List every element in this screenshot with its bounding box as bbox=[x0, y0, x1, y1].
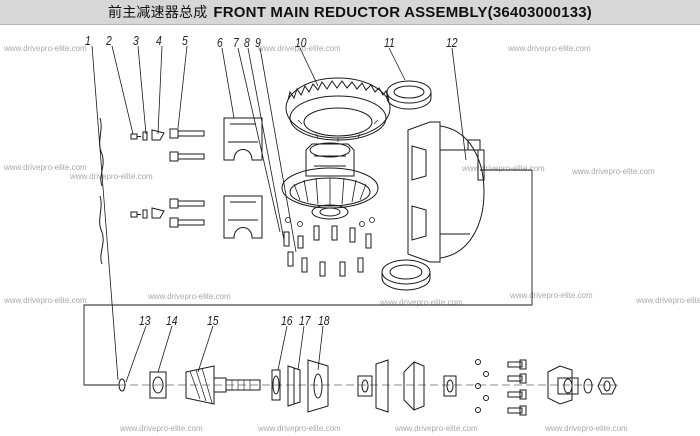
callout-18: 18 bbox=[318, 313, 330, 328]
callout-14: 14 bbox=[166, 313, 178, 328]
callout-2: 2 bbox=[106, 33, 112, 48]
callout-15: 15 bbox=[207, 313, 219, 328]
drive-pinion bbox=[185, 365, 261, 405]
callout-6: 6 bbox=[217, 35, 223, 50]
watermark: www.drivepro-elite.com bbox=[148, 292, 231, 301]
lower-bolt-set bbox=[130, 198, 205, 228]
flange-washer bbox=[583, 378, 593, 394]
watermark: www.drivepro-elite.com bbox=[4, 296, 87, 305]
bearing-ring-upper bbox=[386, 80, 432, 110]
assembly-path-lines bbox=[83, 169, 620, 386]
diagram-title: 前主减速器总成 FRONT MAIN REDUCTOR ASSEMBLY(3640… bbox=[108, 2, 592, 22]
leader-lines bbox=[91, 45, 467, 383]
watermark: www.drivepro-elite.com bbox=[4, 44, 87, 53]
pinion-bearing bbox=[149, 371, 167, 399]
callout-9: 9 bbox=[255, 35, 261, 50]
upper-bolt-set bbox=[130, 128, 205, 162]
differential-bolts bbox=[283, 217, 375, 277]
callout-5: 5 bbox=[182, 33, 188, 48]
watermark: www.drivepro-elite.com bbox=[258, 424, 341, 433]
callout-1: 1 bbox=[85, 33, 91, 48]
differential-assembly bbox=[281, 142, 379, 220]
callout-13: 13 bbox=[139, 313, 151, 328]
spacer-ring bbox=[357, 375, 373, 397]
callout-16: 16 bbox=[281, 313, 293, 328]
oil-seal bbox=[443, 375, 457, 397]
title-chinese: 前主减速器总成 bbox=[108, 5, 208, 21]
callout-7: 7 bbox=[233, 35, 239, 50]
title-english: FRONT MAIN REDUCTOR ASSEMBLY(36403000133… bbox=[213, 4, 592, 21]
pinion-housing bbox=[403, 361, 425, 411]
exploded-view-drawing bbox=[83, 45, 620, 416]
bearing-cup bbox=[375, 359, 389, 413]
watermark: www.drivepro-elite.com bbox=[380, 298, 463, 307]
title-bar: 前主减速器总成 FRONT MAIN REDUCTOR ASSEMBLY(3640… bbox=[0, 0, 700, 25]
bearing-cap-lower bbox=[223, 195, 263, 239]
watermark: www.drivepro-elite.com bbox=[70, 172, 153, 181]
callout-8: 8 bbox=[244, 35, 250, 50]
spacer-16 bbox=[271, 369, 281, 401]
watermark: www.drivepro-elite.com bbox=[510, 291, 593, 300]
callout-3: 3 bbox=[133, 33, 139, 48]
watermark: www.drivepro-elite.com bbox=[545, 424, 628, 433]
flange-nut bbox=[597, 377, 617, 395]
crown-wheel bbox=[285, 77, 391, 142]
reductor-housing bbox=[407, 121, 485, 263]
o-ring bbox=[118, 378, 126, 392]
watermark: www.drivepro-elite.com bbox=[508, 44, 591, 53]
watermark: www.drivepro-elite.com bbox=[636, 296, 700, 305]
callout-4: 4 bbox=[156, 33, 162, 48]
bearing-18 bbox=[307, 359, 329, 413]
housing-bolts-rear bbox=[475, 359, 527, 416]
bearing-cap-upper bbox=[223, 117, 263, 161]
watermark: www.drivepro-elite.com bbox=[120, 424, 203, 433]
callout-10: 10 bbox=[295, 35, 307, 50]
callout-12: 12 bbox=[446, 35, 458, 50]
companion-flange bbox=[547, 365, 579, 405]
bearing-ring-lower bbox=[381, 259, 431, 291]
watermark: www.drivepro-elite.com bbox=[4, 163, 87, 172]
bearing-17 bbox=[287, 365, 301, 407]
watermark: www.drivepro-elite.com bbox=[462, 164, 545, 173]
watermark: www.drivepro-elite.com bbox=[395, 424, 478, 433]
break-lines bbox=[99, 117, 104, 265]
callout-11: 11 bbox=[384, 35, 395, 50]
callout-17: 17 bbox=[299, 313, 311, 328]
watermark: www.drivepro-elite.com bbox=[572, 167, 655, 176]
watermark: www.drivepro-elite.com bbox=[258, 44, 341, 53]
